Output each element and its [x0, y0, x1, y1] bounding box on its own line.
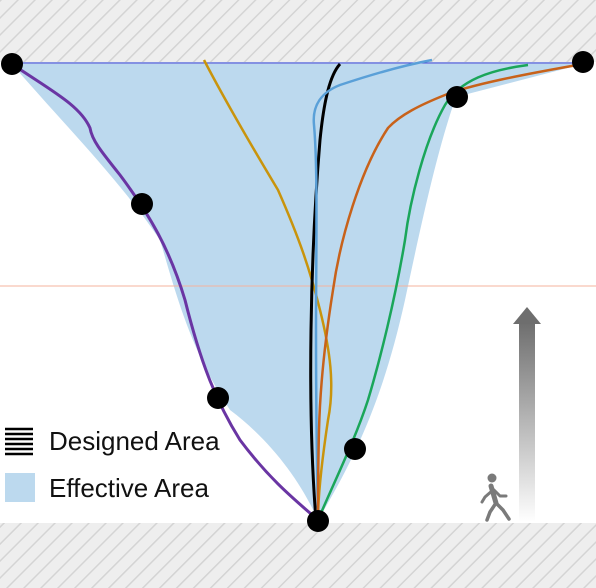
waypoint-dot-left-lower — [207, 387, 229, 409]
trajectory-blue — [312, 58, 433, 521]
top-wall — [0, 0, 596, 62]
trajectory-purple — [11, 62, 319, 522]
filled-square-icon — [5, 473, 35, 502]
effective-area-region — [12, 64, 583, 520]
trajectory-gold — [202, 59, 333, 521]
waypoint-dot-top-left — [1, 53, 23, 75]
walking-person-icon — [480, 473, 511, 522]
up-arrow-icon — [513, 307, 541, 522]
bottom-wall — [0, 523, 596, 588]
waypoint-dot-bottom — [307, 510, 329, 532]
trajectory-black — [309, 62, 342, 521]
legend-effective-label: Effective Area — [49, 473, 209, 503]
legend-designed-label: Designed Area — [49, 426, 220, 456]
waypoint-dot-top-right — [572, 51, 594, 73]
legend: Designed Area Effective Area — [5, 426, 220, 503]
waypoint-dot-left-upper — [131, 193, 153, 215]
waypoint-dot-upper-right — [446, 86, 468, 108]
waypoint-dot-right-lower — [344, 438, 366, 460]
horizontal-stripes-icon — [5, 427, 33, 456]
